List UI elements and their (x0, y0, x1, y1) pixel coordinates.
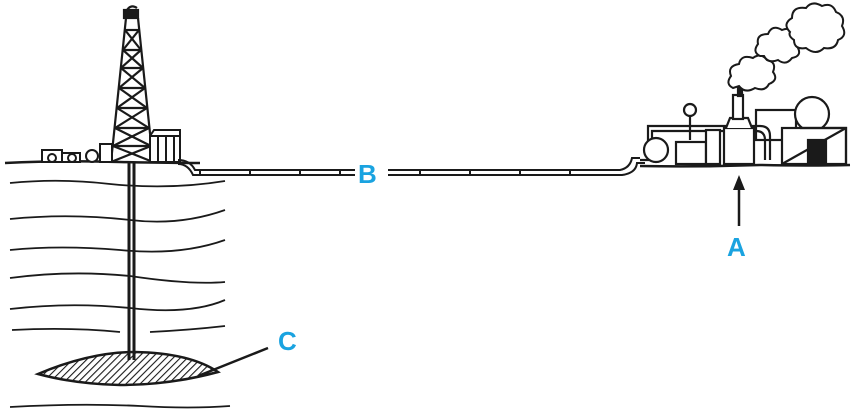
label-b: B (358, 159, 377, 189)
smoke-clouds (727, 2, 846, 92)
label-a: A (727, 232, 746, 262)
oil-derrick (109, 5, 155, 164)
arrow-to-refinery (733, 175, 745, 226)
pipeline-right (388, 157, 645, 176)
ground-surface-right (639, 163, 851, 168)
well-bore (127, 162, 136, 360)
pipeline-left (177, 159, 355, 176)
label-c: C (278, 326, 297, 356)
wellsite-equipment (41, 129, 181, 163)
oil-reservoir (34, 350, 221, 387)
refinery (640, 74, 848, 166)
pointer-to-reservoir (197, 346, 269, 378)
